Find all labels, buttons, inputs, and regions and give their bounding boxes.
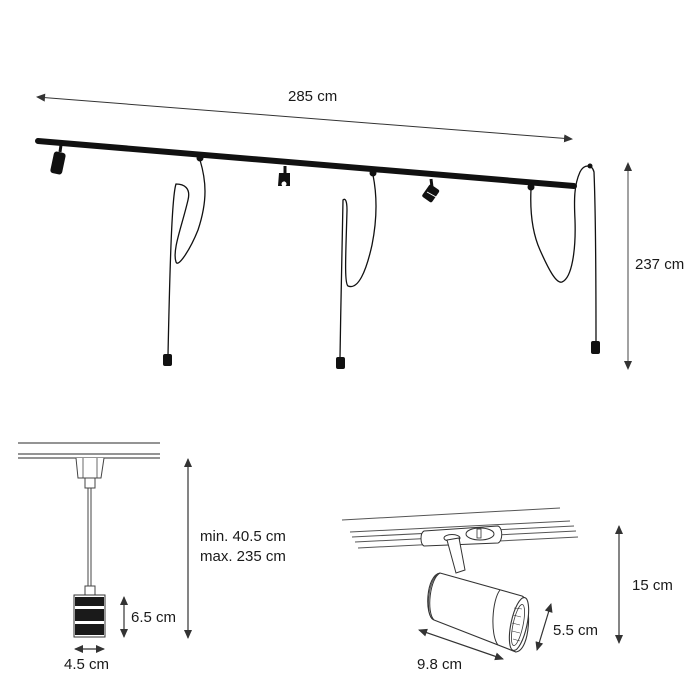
spotlight-icon: [278, 166, 290, 187]
pendant-cable-icon: [527, 163, 600, 354]
pendant-cable-icon: [163, 154, 206, 366]
pendant-detail-track: [18, 442, 160, 459]
spotlight-arm-icon: [446, 537, 466, 574]
shade-width-label: 4.5 cm: [64, 656, 110, 673]
track-length-label: 285 cm: [288, 88, 338, 105]
track-rail: [35, 138, 577, 189]
pendant-cord: [84, 488, 96, 596]
pendant-shade-icon: [73, 594, 106, 638]
spotlight-adapter-icon: [420, 525, 503, 547]
spotlight-body-icon: [427, 572, 530, 653]
spotlight-icon: [422, 178, 440, 203]
spotlight-diameter-dimension-arrow: [535, 603, 553, 651]
track-length-dimension-arrow: [36, 93, 573, 143]
suspension-max-label: max. 235 cm: [200, 548, 286, 565]
shade-height-label: 6.5 cm: [131, 609, 177, 626]
pendant-cable-icon: [336, 169, 377, 369]
spotlight-diameter-label: 5.5 cm: [553, 622, 599, 639]
height-label: 237 cm: [635, 256, 685, 273]
spotlight-length-dimension-arrow: [418, 628, 504, 661]
pendant-adapter-icon: [75, 457, 105, 489]
suspension-min-label: min. 40.5 cm: [200, 528, 286, 545]
spotlight-icon: [50, 144, 66, 175]
spotlight-height-label: 15 cm: [632, 577, 673, 594]
spotlight-length-label: 9.8 cm: [417, 656, 463, 673]
